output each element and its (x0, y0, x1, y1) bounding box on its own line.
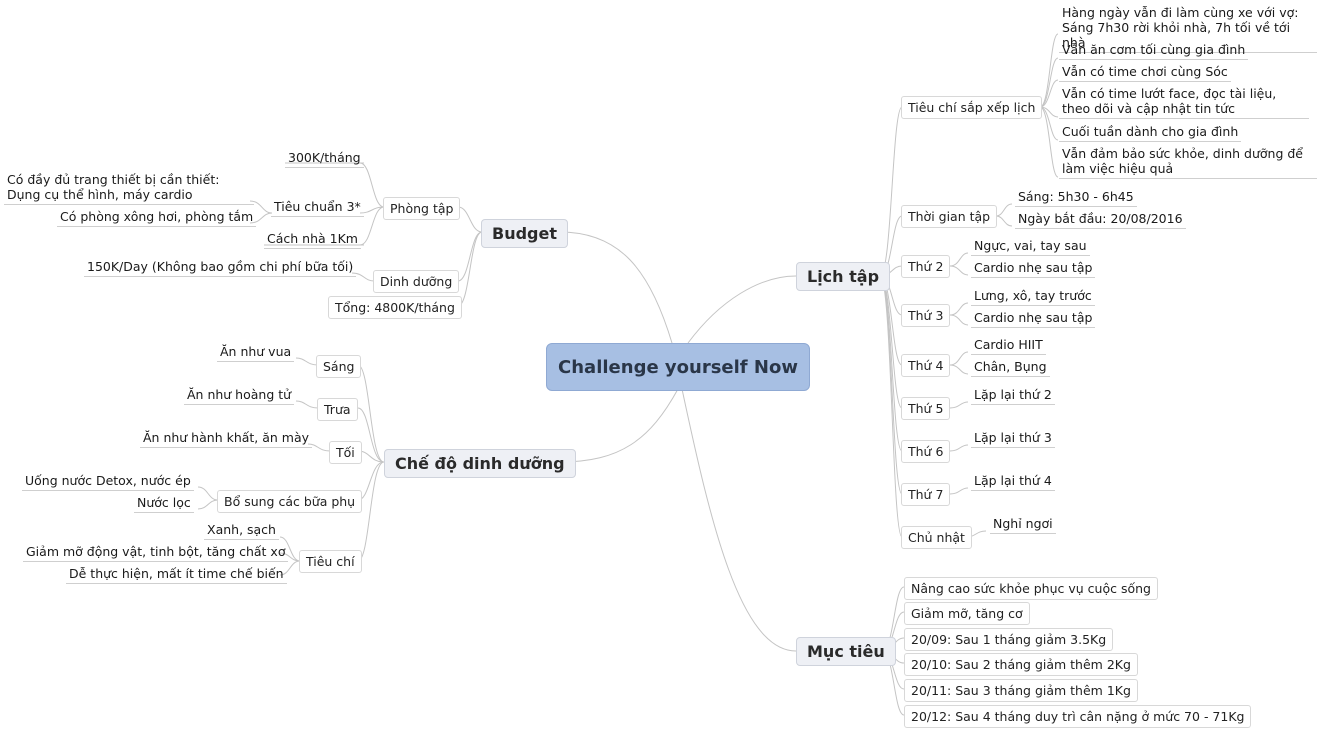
central-topic[interactable]: Challenge yourself Now (546, 343, 810, 391)
node-day-mon[interactable]: Thứ 2 (901, 255, 951, 278)
node-gym-sauna[interactable]: Có phòng xông hơi, phòng tắm (57, 209, 257, 227)
node-diet-extra-detox[interactable]: Uống nước Detox, nước ép (22, 473, 194, 491)
node-day-thu[interactable]: Thứ 5 (901, 397, 951, 420)
topic-schedule[interactable]: Lịch tập (796, 262, 891, 291)
topic-diet[interactable]: Chế độ dinh dưỡng (384, 449, 576, 478)
node-gym-equipment[interactable]: Có đầy đủ trang thiết bị cần thiết: Dụng… (4, 172, 254, 205)
node-goal-health[interactable]: Nâng cao sức khỏe phục vụ cuộc sống (904, 577, 1158, 600)
node-criteria-news[interactable]: Vẫn có time lướt face, đọc tài liệu, the… (1059, 86, 1309, 119)
node-mon-a[interactable]: Ngực, vai, tay sau (971, 238, 1090, 256)
node-time-morning[interactable]: Sáng: 5h30 - 6h45 (1015, 189, 1137, 207)
node-diet-morning[interactable]: Sáng (316, 355, 362, 378)
node-diet-noon-note[interactable]: Ăn như hoàng tử (184, 387, 295, 405)
node-sat-a[interactable]: Lặp lại thứ 4 (971, 473, 1055, 491)
node-schedule-time[interactable]: Thời gian tập (901, 205, 998, 228)
node-criteria-dinner[interactable]: Vẫn ăn cơm tối cùng gia đình (1059, 42, 1249, 60)
node-tue-a[interactable]: Lưng, xô, tay trước (971, 288, 1095, 306)
node-diet-evening[interactable]: Tối (329, 441, 362, 464)
node-gym[interactable]: Phòng tập (383, 197, 461, 220)
node-schedule-criteria[interactable]: Tiêu chí sắp xếp lịch (901, 96, 1043, 119)
node-thu-a[interactable]: Lặp lại thứ 2 (971, 387, 1055, 405)
node-tue-b[interactable]: Cardio nhẹ sau tập (971, 310, 1096, 328)
node-diet-extra[interactable]: Bổ sung các bữa phụ (217, 490, 363, 513)
node-criteria-play[interactable]: Vẫn có time chơi cùng Sóc (1059, 64, 1231, 82)
node-wed-b[interactable]: Chân, Bụng (971, 359, 1050, 377)
node-gym-price[interactable]: 300K/tháng (285, 150, 364, 168)
node-diet-criteria-easy[interactable]: Dễ thực hiện, mất ít time chế biến (66, 566, 287, 584)
node-diet-extra-water[interactable]: Nước lọc (134, 495, 194, 513)
node-gym-distance[interactable]: Cách nhà 1Km (264, 231, 361, 249)
node-criteria-health[interactable]: Vẫn đảm bảo sức khỏe, dinh dưỡng để làm … (1059, 146, 1317, 179)
node-gym-standard[interactable]: Tiêu chuẩn 3* (271, 199, 364, 217)
node-goal-nov[interactable]: 20/11: Sau 3 tháng giảm thêm 1Kg (904, 679, 1138, 702)
node-fri-a[interactable]: Lặp lại thứ 3 (971, 430, 1055, 448)
node-mon-b[interactable]: Cardio nhẹ sau tập (971, 260, 1096, 278)
node-day-sat[interactable]: Thứ 7 (901, 483, 951, 506)
topic-budget[interactable]: Budget (481, 219, 568, 248)
node-budget-total[interactable]: Tổng: 4800K/tháng (328, 296, 462, 319)
node-wed-a[interactable]: Cardio HIIT (971, 337, 1046, 355)
node-day-sun[interactable]: Chủ nhật (901, 526, 972, 549)
node-goal-dec[interactable]: 20/12: Sau 4 tháng duy trì cân nặng ở mứ… (904, 705, 1252, 728)
node-diet-criteria-green[interactable]: Xanh, sạch (204, 522, 279, 540)
node-diet-morning-note[interactable]: Ăn như vua (217, 344, 295, 362)
node-time-start[interactable]: Ngày bắt đầu: 20/08/2016 (1015, 211, 1186, 229)
node-day-wed[interactable]: Thứ 4 (901, 354, 951, 377)
node-day-fri[interactable]: Thứ 6 (901, 440, 951, 463)
node-criteria-commute[interactable]: Hàng ngày vẫn đi làm cùng xe với vợ: Sán… (1059, 5, 1317, 53)
topic-goals[interactable]: Mục tiêu (796, 637, 896, 666)
node-sun-a[interactable]: Nghỉ ngơi (990, 516, 1056, 534)
node-diet-criteria[interactable]: Tiêu chí (299, 550, 362, 573)
node-diet-evening-note[interactable]: Ăn như hành khất, ăn mày (140, 430, 313, 448)
node-diet-criteria-fiber[interactable]: Giảm mỡ động vật, tinh bột, tăng chất xơ (23, 544, 289, 562)
node-criteria-weekend[interactable]: Cuối tuần dành cho gia đình (1059, 124, 1242, 142)
node-nutrition-budget[interactable]: Dinh dưỡng (373, 270, 460, 293)
node-nutrition-cost[interactable]: 150K/Day (Không bao gồm chi phí bữa tối) (84, 259, 357, 277)
node-diet-noon[interactable]: Trưa (317, 398, 358, 421)
node-goal-fat[interactable]: Giảm mỡ, tăng cơ (904, 602, 1030, 625)
node-goal-sep[interactable]: 20/09: Sau 1 tháng giảm 3.5Kg (904, 628, 1114, 651)
node-day-tue[interactable]: Thứ 3 (901, 304, 951, 327)
node-goal-oct[interactable]: 20/10: Sau 2 tháng giảm thêm 2Kg (904, 653, 1138, 676)
